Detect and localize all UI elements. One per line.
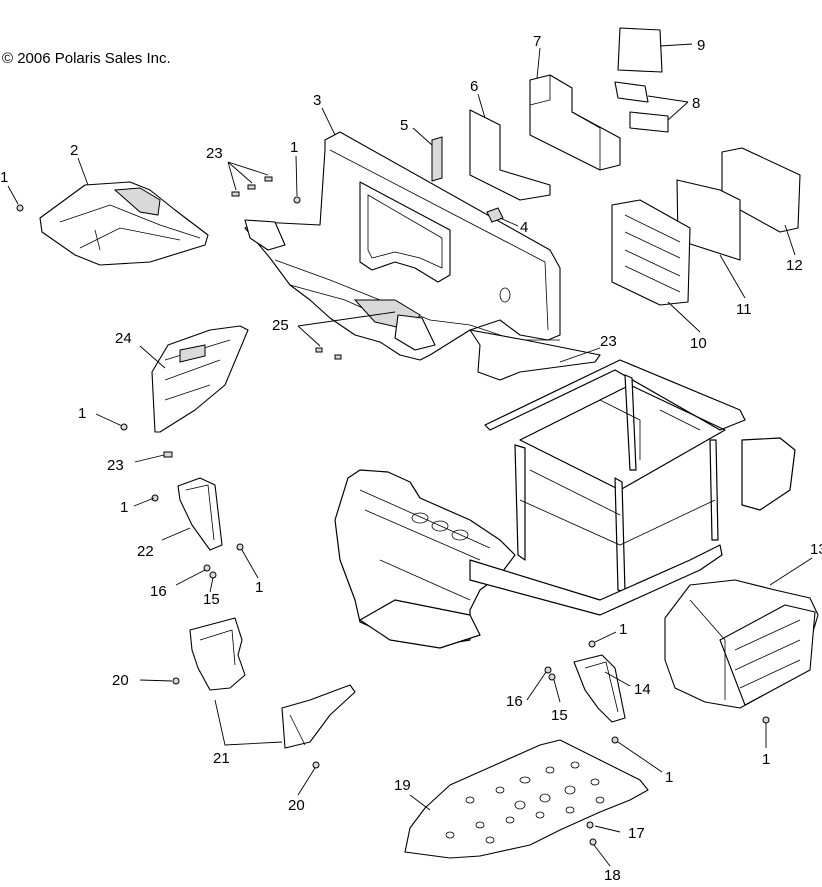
- callout-1: 1: [290, 139, 298, 156]
- callout-15: 15: [551, 707, 568, 724]
- part-21-bracket-right: [281, 684, 356, 749]
- callout-1: 1: [665, 769, 673, 786]
- part-2-front-panel: [39, 181, 209, 266]
- bolt-1: [293, 196, 301, 204]
- callout-23: 23: [600, 333, 617, 350]
- nut-16: [203, 564, 211, 572]
- part-22-bracket: [177, 477, 223, 551]
- callout-20: 20: [112, 672, 129, 689]
- bolt-1: [151, 494, 159, 502]
- clip-25: [315, 347, 323, 353]
- part-21-bracket-left: [189, 617, 246, 691]
- callout-23: 23: [107, 457, 124, 474]
- callout-8: 8: [692, 95, 700, 112]
- callout-5: 5: [400, 117, 408, 134]
- leader-lines: [7, 43, 813, 867]
- clip-23: [247, 184, 256, 190]
- part-3-bulkhead: [244, 131, 601, 381]
- bolt-1: [120, 423, 128, 431]
- callout-21: 21: [213, 750, 230, 767]
- callout-4: 4: [520, 219, 528, 236]
- screw-18: [589, 838, 597, 846]
- main-frame: [334, 359, 796, 649]
- nut-16: [544, 666, 552, 674]
- callout-7: 7: [533, 33, 541, 50]
- callout-20: 20: [288, 797, 305, 814]
- callout-16: 16: [506, 693, 523, 710]
- callout-3: 3: [313, 92, 321, 109]
- clip-23: [231, 191, 240, 197]
- callout-1: 1: [255, 579, 263, 596]
- callout-9: 9: [697, 37, 705, 54]
- part-24-side-panel: [151, 325, 249, 433]
- callout-24: 24: [115, 330, 132, 347]
- part-5-strip: [431, 136, 443, 182]
- copyright-notice: © 2006 Polaris Sales Inc.: [2, 50, 171, 67]
- callout-labels: 1 2 23 1 3 5 6 7 9 8 4 10 11 12 24 25 23…: [0, 33, 822, 884]
- callout-11: 11: [736, 301, 752, 318]
- clip-23: [264, 176, 273, 182]
- callout-2: 2: [70, 142, 78, 159]
- clip-25: [334, 354, 342, 360]
- callout-17: 17: [628, 825, 645, 842]
- callout-1: 1: [762, 751, 770, 768]
- clip-17: [586, 821, 594, 829]
- callout-18: 18: [604, 867, 621, 882]
- callout-16: 16: [150, 583, 167, 600]
- bolt-1: [762, 716, 770, 724]
- part-13-storage-box: [664, 579, 819, 709]
- callout-1: 1: [120, 499, 128, 516]
- clip-23: [163, 451, 173, 458]
- callout-25: 25: [272, 317, 289, 334]
- part-8-pads: [614, 81, 669, 133]
- washer-15: [548, 673, 556, 681]
- part-7-foam-block: [529, 74, 621, 171]
- bolt-1: [236, 543, 244, 551]
- part-14-bracket: [573, 654, 626, 723]
- callout-1: 1: [619, 621, 627, 638]
- bolt-1: [588, 640, 596, 648]
- part-19-skid-plate: [404, 739, 649, 859]
- bolt-20: [172, 677, 180, 685]
- part-6-sheet: [469, 109, 551, 201]
- hardware: [16, 176, 770, 846]
- washer-15: [209, 571, 217, 579]
- bolt-20: [312, 761, 320, 769]
- callout-6: 6: [470, 78, 478, 95]
- bolt-1: [611, 736, 619, 744]
- callout-13: 13: [810, 541, 822, 558]
- part-10-louver-panel: [611, 199, 691, 306]
- callout-19: 19: [394, 777, 411, 794]
- callout-1: 1: [0, 169, 8, 186]
- part-9-pad: [617, 27, 663, 73]
- callout-22: 22: [137, 543, 154, 560]
- callout-15: 15: [203, 591, 220, 608]
- callout-12: 12: [786, 257, 803, 274]
- callout-10: 10: [690, 335, 707, 352]
- part-4-clip: [486, 207, 504, 223]
- callout-14: 14: [634, 681, 651, 698]
- callout-1: 1: [78, 405, 86, 422]
- bolt-1: [16, 204, 24, 212]
- callout-23: 23: [206, 145, 223, 162]
